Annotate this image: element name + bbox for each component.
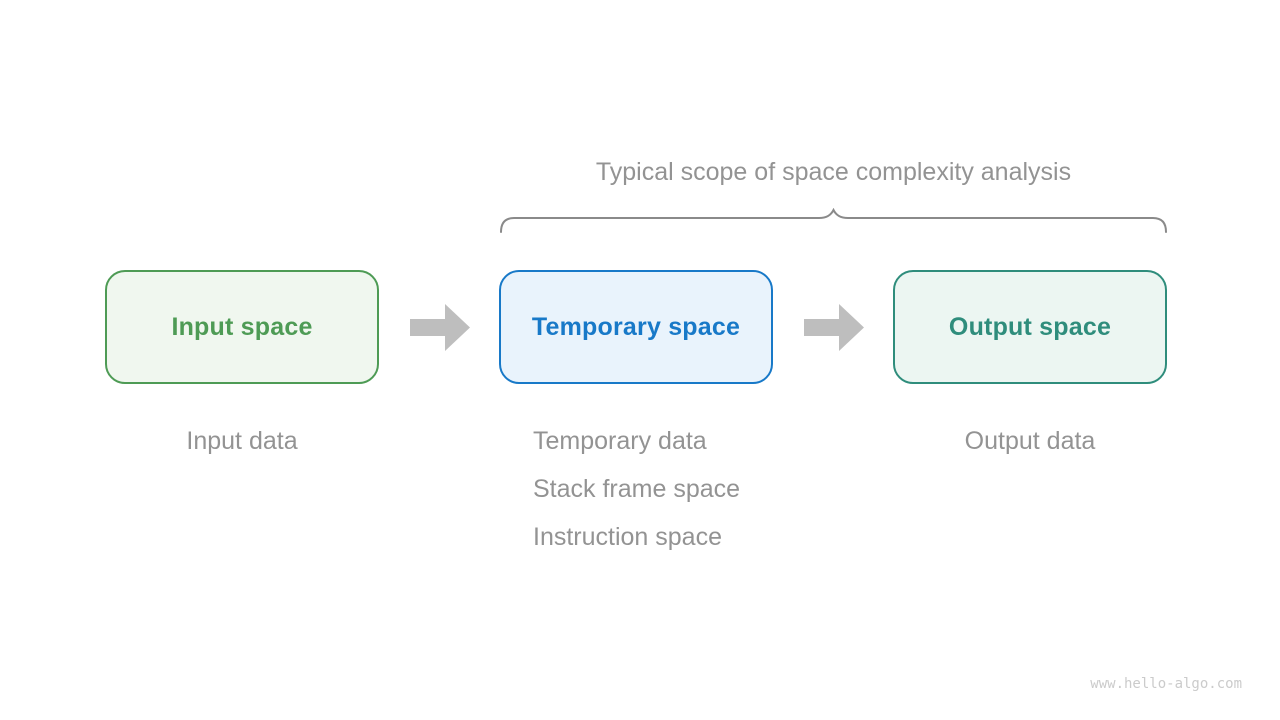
input-space-label: Input space — [171, 312, 313, 341]
input-data-note: Input data — [186, 427, 298, 455]
right-arrow-icon — [410, 304, 470, 351]
temporary-space-box: Temporary space — [499, 270, 773, 384]
scope-title: Typical scope of space complexity analys… — [595, 158, 1072, 186]
input-space-box: Input space — [105, 270, 379, 384]
temporary-data-note: Temporary data — [533, 427, 707, 455]
temporary-notes: Temporary data Stack frame space Instruc… — [533, 426, 740, 570]
brace-icon — [500, 208, 1167, 233]
output-space-box: Output space — [893, 270, 1167, 384]
stack-frame-space-note: Stack frame space — [533, 475, 741, 503]
temporary-space-label: Temporary space — [531, 312, 741, 341]
instruction-space-note: Instruction space — [533, 523, 722, 551]
output-data-note: Output data — [964, 427, 1096, 455]
output-space-label: Output space — [948, 312, 1112, 341]
watermark: www.hello-algo.com — [1090, 676, 1242, 692]
right-arrow-icon — [804, 304, 864, 351]
